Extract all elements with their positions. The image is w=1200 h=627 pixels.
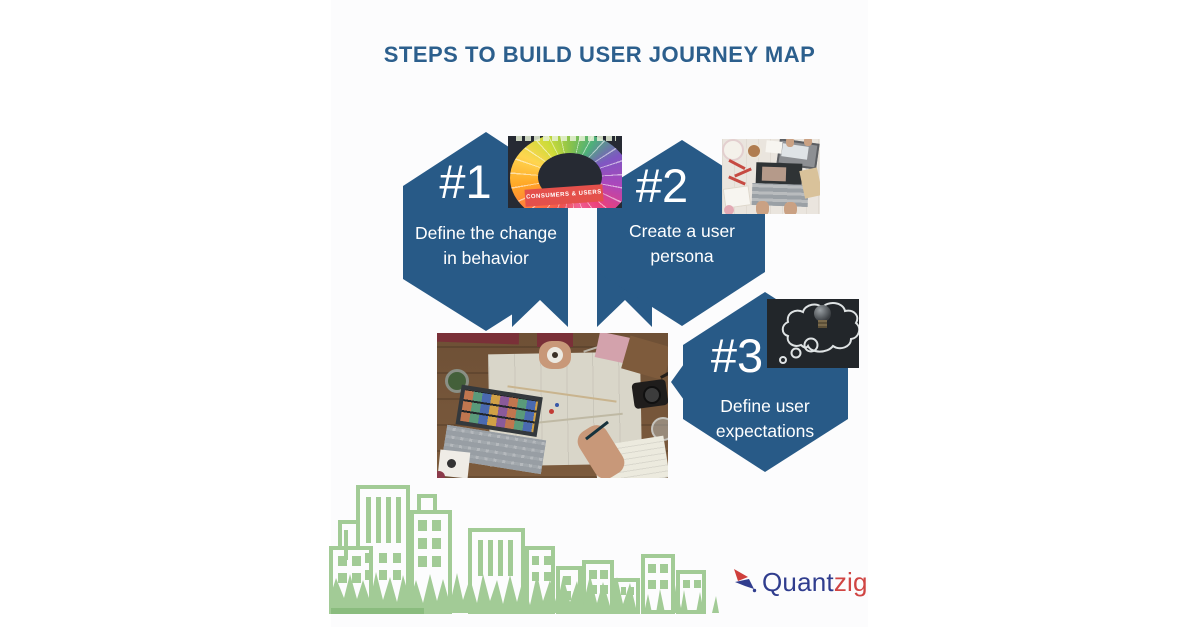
persona-desk-image (722, 139, 820, 214)
map-pin (549, 409, 554, 414)
step3-label: Define user expectations (677, 394, 853, 444)
step3-label-line1: Define user (720, 396, 810, 416)
camera-lens (643, 386, 661, 404)
plate (722, 139, 744, 161)
hand (786, 139, 794, 147)
pink-roll (724, 205, 734, 214)
thought-cloud (779, 302, 859, 364)
yarn-ball (437, 471, 445, 478)
map-pin (555, 403, 559, 407)
logo-text-zig: zig (833, 566, 868, 597)
logo-text-quant: Quant (762, 566, 834, 597)
quantzig-logo: Quantzig (733, 564, 868, 600)
cup-contents (552, 352, 558, 358)
step1-label-line1: Define the change (414, 223, 558, 243)
journey-map-photo (437, 333, 668, 478)
color-chip-strip (516, 136, 616, 141)
logo-text: Quantzig (762, 567, 868, 598)
coffee-cup (746, 143, 762, 159)
red-ribbon (728, 175, 746, 186)
step3-label-line2: expectations (715, 421, 815, 441)
step2-label-line2: persona (650, 246, 714, 266)
step1-number: #1 (439, 155, 492, 208)
laptop-screen-content (761, 166, 787, 182)
step1-label-line2: in behavior (443, 248, 529, 268)
light-bulb-base (818, 320, 827, 328)
light-bulb-icon (814, 305, 831, 322)
step1-label: Define the change in behavior (398, 221, 574, 271)
instant-camera-lens (447, 459, 456, 468)
quantzig-logo-icon (734, 569, 757, 593)
typing-hand (756, 201, 769, 214)
step2-label-line1: Create a user (628, 221, 736, 241)
paper (765, 140, 783, 154)
page-title: STEPS TO BUILD USER JOURNEY MAP (383, 42, 816, 67)
color-wheel-image: CONSUMERS & USERS (508, 136, 622, 208)
red-ribbon (728, 158, 746, 171)
hand (804, 139, 812, 146)
arm (437, 333, 520, 345)
step3-number: #3 (710, 329, 764, 382)
typing-hand (784, 202, 797, 214)
idea-chalkboard-image (767, 299, 859, 368)
step2-number: #2 (635, 159, 689, 212)
step2-label: Create a user persona (594, 219, 770, 269)
